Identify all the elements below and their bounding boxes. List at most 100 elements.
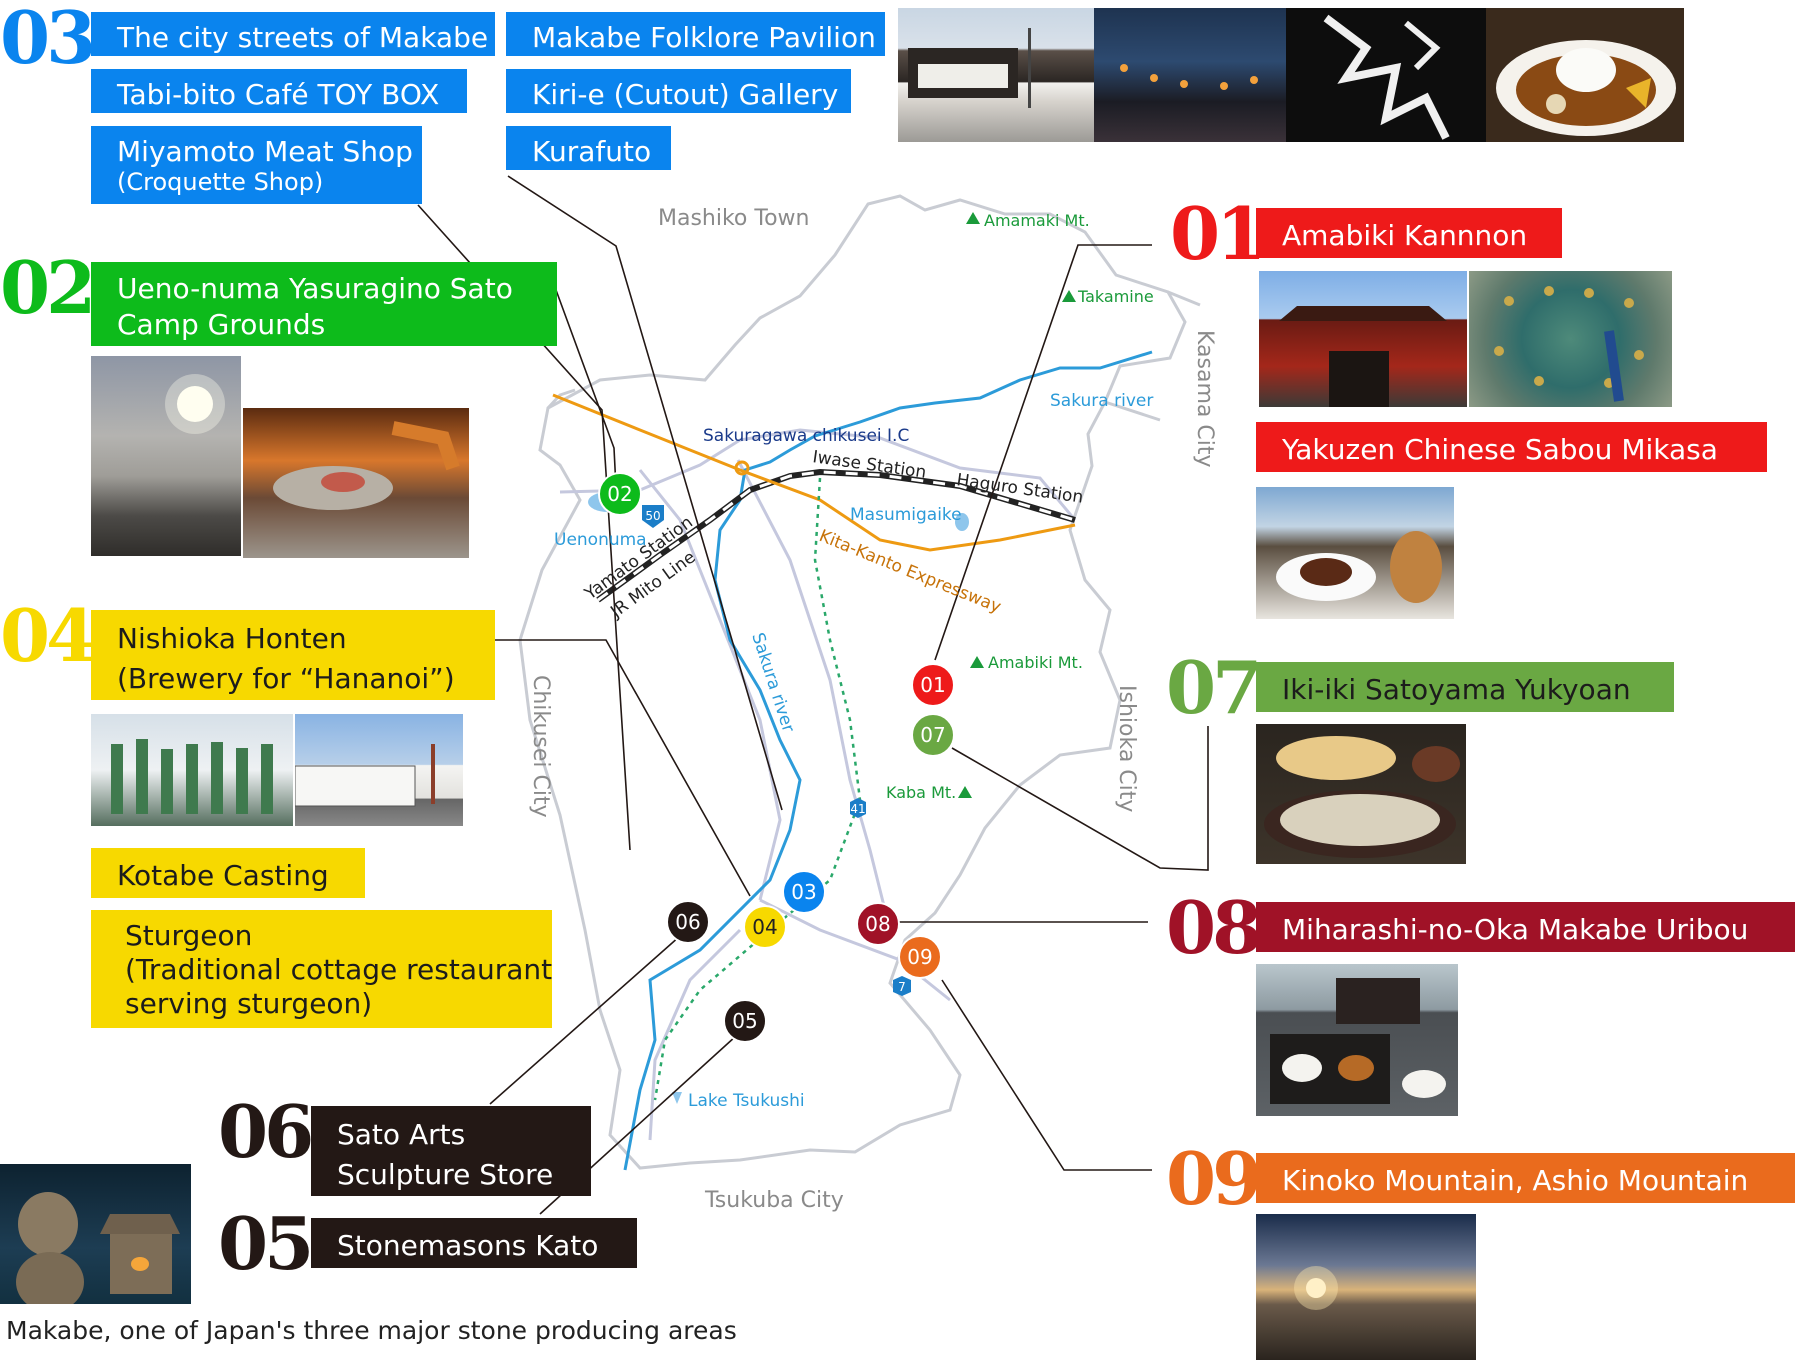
svg-text:08: 08 [865, 912, 890, 936]
svg-text:41: 41 [850, 802, 865, 816]
label-kotabe-casting[interactable]: Kotabe Casting [91, 848, 365, 898]
mountain-amabiki: Amabiki Mt. [988, 653, 1083, 672]
photo-bbq-grill [243, 408, 469, 558]
place-kasama: Kasama City [1192, 330, 1217, 468]
label-folklore-pavilion[interactable]: Makabe Folklore Pavilion [506, 12, 885, 56]
label-stonemasons-kato[interactable]: Stonemasons Kato [311, 1218, 637, 1268]
label-amabiki-kannon[interactable]: Amabiki Kannnon [1256, 208, 1562, 258]
masumigaike-pond [955, 513, 969, 531]
photo-brewery-building [295, 714, 463, 826]
section-number-06: 06 [218, 1089, 314, 1174]
section-number-01: 01 [1170, 191, 1266, 276]
marker-05[interactable]: 05 [723, 999, 767, 1043]
leader-03-a [507, 175, 783, 811]
label-toy-box[interactable]: Tabi-bito Café TOY BOX [91, 69, 467, 113]
label-kirie-gallery[interactable]: Kiri-e (Cutout) Gallery [506, 69, 851, 113]
marker-06[interactable]: 06 [666, 900, 710, 944]
route-shield-7: 7 [893, 976, 911, 996]
mountain-takamine: Takamine [1077, 287, 1154, 306]
leader-09 [941, 979, 1152, 1171]
label-sturgeon[interactable]: Sturgeon (Traditional cottage restaurant… [91, 910, 552, 1028]
label-nishioka-line2: (Brewery for “Hananoi”) [117, 662, 455, 695]
water-lake-tsukushi: Lake Tsukushi [688, 1091, 805, 1111]
section-number-05: 05 [218, 1201, 314, 1286]
place-mashiko: Mashiko Town [658, 206, 810, 231]
stone-caption: Makabe, one of Japan's three major stone… [6, 1316, 737, 1345]
photo-sake-bottles [91, 714, 293, 826]
lake-tsukushi-icon [672, 1092, 682, 1104]
label-uenonuma-camp-line1: Ueno-numa Yasuragino Sato [117, 272, 513, 305]
photo-sunset-pond [91, 356, 241, 556]
makabe-boundary [518, 194, 1187, 1170]
marker-02[interactable]: 02 [598, 472, 642, 516]
svg-text:04: 04 [752, 915, 777, 939]
water-uenonuma: Uenonuma [554, 530, 647, 550]
sakura-river [623, 350, 1153, 1171]
label-sato-arts[interactable]: Sato Arts Sculpture Store [311, 1106, 591, 1196]
photo-curry-dish [1486, 8, 1684, 142]
svg-text:01: 01 [920, 673, 945, 697]
mountain-amamaki: Amamaki Mt. [984, 211, 1090, 230]
photo-peacock [1469, 271, 1672, 407]
route-shield-50: 50 [642, 505, 664, 528]
label-miyamoto-meat[interactable]: Miyamoto Meat Shop (Croquette Shop) [91, 126, 422, 204]
label-sato-arts-line2: Sculpture Store [337, 1158, 554, 1191]
svg-text:02: 02 [607, 482, 632, 506]
marker-08[interactable]: 08 [856, 902, 900, 946]
label-miyamoto-meat-sub: (Croquette Shop) [117, 168, 324, 197]
label-uribou[interactable]: Miharashi-no-Oka Makabe Uribou [1256, 902, 1795, 952]
label-nishioka-honten[interactable]: Nishioka Honten (Brewery for “Hananoi”) [91, 610, 495, 700]
svg-text:05: 05 [732, 1009, 757, 1033]
photo-temple-gate [1259, 271, 1467, 407]
leader-01 [934, 244, 1152, 661]
svg-text:06: 06 [675, 910, 700, 934]
label-kurafuto[interactable]: Kurafuto [506, 126, 671, 170]
photo-soba [1256, 724, 1466, 864]
label-nishioka-line1: Nishioka Honten [117, 622, 347, 655]
marker-04[interactable]: 04 [743, 905, 787, 949]
section-number-04: 04 [0, 593, 96, 678]
section-number-03: 03 [0, 0, 96, 80]
station-iwase: Iwase Station [811, 447, 927, 483]
label-yakuzen-mikasa[interactable]: Yakuzen Chinese Sabou Mikasa [1256, 422, 1767, 472]
label-kinoko-ashio[interactable]: Kinoko Mountain, Ashio Mountain [1256, 1153, 1795, 1203]
kita-kanto-expressway [552, 393, 1076, 552]
marker-01[interactable]: 01 [911, 663, 955, 707]
section-number-07: 07 [1166, 645, 1262, 730]
label-city-streets[interactable]: The city streets of Makabe [91, 12, 495, 56]
section-number-08: 08 [1166, 885, 1262, 970]
leader-07 [951, 726, 1209, 871]
photo-stone-lanterns [0, 1164, 191, 1304]
place-chikusei: Chikusei City [528, 675, 553, 818]
label-miyamoto-meat-title: Miyamoto Meat Shop [117, 135, 413, 168]
label-uenonuma-camp[interactable]: Ueno-numa Yasuragino Sato Camp Grounds [91, 262, 557, 346]
mountain-kaba: Kaba Mt. [886, 783, 956, 802]
ic-symbol [734, 460, 750, 476]
water-sakura-river-north: Sakura river [1050, 391, 1153, 411]
label-sato-arts-line1: Sato Arts [337, 1118, 466, 1151]
photo-lantern-street [1094, 8, 1286, 142]
leader-04 [492, 639, 751, 897]
label-sturgeon-line2: (Traditional cottage restaurant [125, 953, 553, 986]
photo-mountain-sunrise [1256, 1214, 1476, 1360]
route-shield-41: 41 [850, 798, 866, 818]
neighbor-boundary [546, 290, 1201, 422]
svg-text:03: 03 [791, 880, 816, 904]
label-sturgeon-line3: serving sturgeon) [125, 987, 373, 1020]
marker-07[interactable]: 07 [911, 713, 955, 757]
place-tsukuba: Tsukuba City [704, 1188, 844, 1213]
water-masumigaike: Masumigaike [850, 505, 962, 525]
place-ishioka: Ishioka City [1114, 685, 1139, 812]
svg-text:09: 09 [907, 945, 932, 969]
interchange-label: Sakuragawa chikusei I.C [703, 426, 909, 446]
leader-06 [489, 935, 681, 1105]
marker-09[interactable]: 09 [898, 935, 942, 979]
photo-yakuzen-meal [1256, 487, 1454, 619]
svg-text:7: 7 [898, 980, 906, 994]
label-uenonuma-camp-line2: Camp Grounds [117, 308, 326, 341]
label-yukyoan[interactable]: Iki-iki Satoyama Yukyoan [1256, 662, 1674, 712]
marker-03[interactable]: 03 [782, 870, 826, 914]
svg-text:07: 07 [920, 723, 945, 747]
photo-kirie-art [1286, 8, 1486, 142]
